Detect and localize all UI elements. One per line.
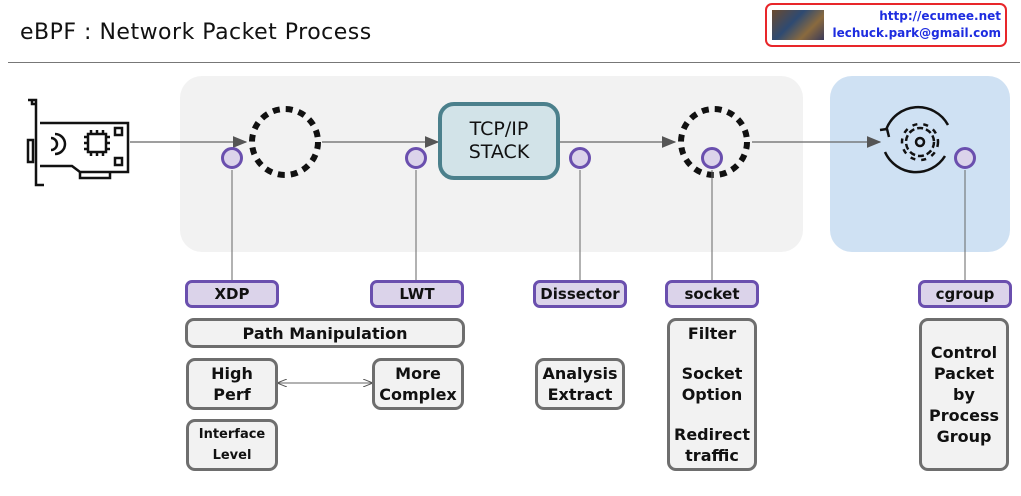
analysis-extract-box: Analysis Extract [535, 358, 625, 410]
xdp-tag-label: XDP [214, 285, 250, 303]
socket-feature-redirect: Redirect traffic [674, 425, 750, 465]
author-email[interactable]: lechuck.park@gmail.com [832, 26, 1001, 40]
xdp-tag: XDP [185, 280, 279, 308]
socket-hook-point[interactable] [701, 147, 723, 169]
lwt-tag: LWT [370, 280, 464, 308]
high-perf-label: High Perf [211, 364, 253, 404]
high-perf-box: High Perf [186, 358, 278, 410]
lwt-hook-point[interactable] [405, 147, 427, 169]
interface-level-box: Interface Level [186, 419, 278, 471]
more-complex-box: More Complex [372, 358, 464, 410]
control-packet-box: Control Packet by Process Group [919, 318, 1009, 471]
socket-features-box: Filter Socket Option Redirect traffic [667, 318, 757, 471]
dissector-tag-label: Dissector [540, 285, 620, 303]
socket-tag: socket [665, 280, 759, 308]
socket-feature-filter: Filter [687, 324, 737, 343]
xdp-processing-spinner [249, 106, 321, 178]
cgroup-hook-point[interactable] [954, 147, 976, 169]
author-url[interactable]: http://ecumee.net [879, 9, 1001, 23]
interface-level-label: Interface Level [198, 427, 266, 463]
cgroup-tag: cgroup [918, 280, 1012, 308]
path-manipulation-box: Path Manipulation [185, 318, 465, 348]
network-card-icon [26, 98, 130, 187]
author-thumbnail [772, 10, 824, 40]
more-complex-label: More Complex [379, 364, 457, 404]
xdp-hook-point[interactable] [221, 147, 243, 169]
title-divider [8, 62, 1020, 63]
socket-tag-label: socket [684, 285, 740, 303]
tcp-ip-stack-box: TCP/IP STACK [438, 102, 560, 180]
path-manipulation-label: Path Manipulation [242, 323, 408, 343]
cgroup-panel [830, 76, 1010, 252]
page-title: eBPF : Network Packet Process [20, 20, 372, 45]
control-packet-label: Control Packet by Process Group [929, 343, 999, 446]
socket-processing-spinner [678, 106, 750, 178]
gear-cycle-icon [879, 105, 950, 174]
dissector-hook-point[interactable] [569, 147, 591, 169]
dissector-tag: Dissector [533, 280, 627, 308]
analysis-extract-label: Analysis Extract [542, 364, 618, 404]
author-badge: http://ecumee.net lechuck.park@gmail.com [765, 3, 1007, 47]
cgroup-tag-label: cgroup [935, 285, 995, 303]
socket-feature-option: Socket Option [681, 364, 743, 404]
lwt-tag-label: LWT [399, 285, 435, 303]
tcp-ip-stack-label: TCP/IP STACK [468, 118, 530, 163]
